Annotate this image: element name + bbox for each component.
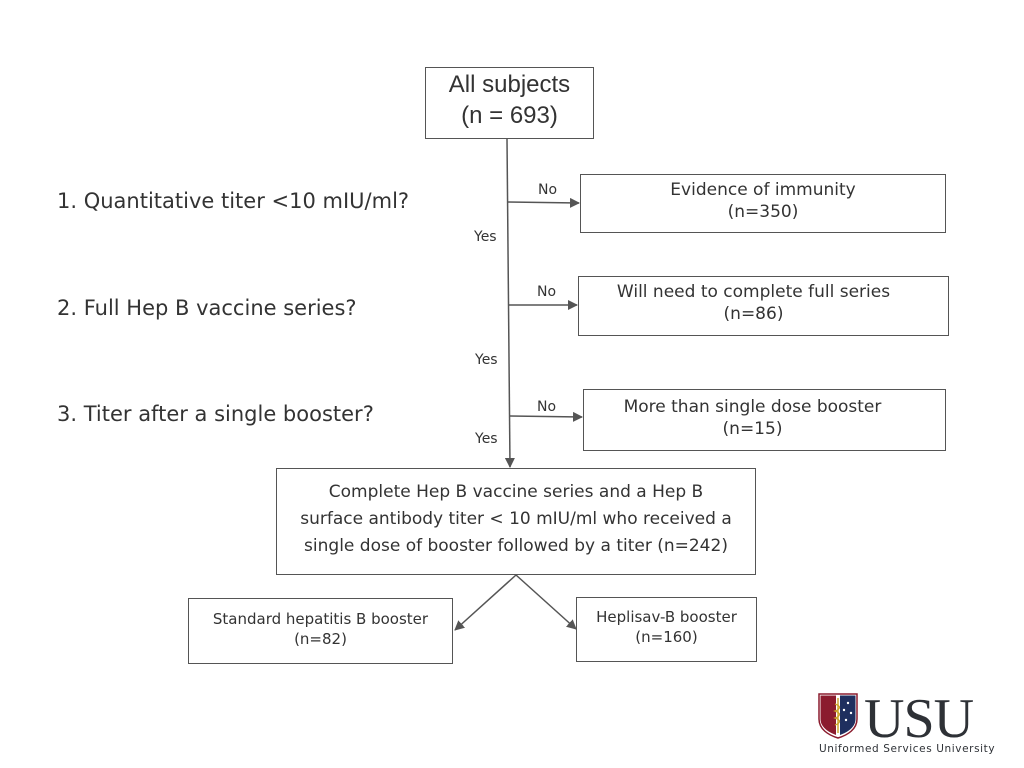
outcome-2-label: Will need to complete full series (616, 282, 891, 302)
no-label-1: No (538, 182, 558, 198)
final-line-1: Complete Hep B vaccine series and a Hep … (328, 482, 704, 502)
outcome-1-label: Evidence of immunity (670, 180, 856, 200)
split-arrow-left (454, 574, 517, 631)
outcome-3-count: (n=15) (722, 419, 783, 440)
final-line-3: single dose of booster followed by a tit… (304, 535, 728, 556)
leaf-box-standard-booster: Standard hepatitis B booster (n=82) (188, 598, 453, 664)
outcome-3-label: More than single dose booster (623, 397, 882, 417)
question-1: 1. Quantitative titer <10 mIU/ml? (57, 189, 410, 213)
outcome-2-count: (n=86) (723, 304, 784, 325)
usu-wordmark: USU (864, 688, 974, 750)
yes-label-3: Yes (475, 431, 498, 447)
root-label: All subjects (448, 71, 571, 98)
question-3: 3. Titer after a single booster? (57, 402, 374, 426)
split-arrow-right (515, 574, 577, 630)
outcome-box-immunity: Evidence of immunity (n=350) (580, 174, 946, 233)
leaf-2-label: Heplisav-B booster (596, 608, 737, 626)
leaf-1-label: Standard hepatitis B booster (212, 610, 429, 628)
outcome-box-full-series: Will need to complete full series (n=86) (578, 276, 949, 336)
leaf-1-count: (n=82) (294, 629, 347, 648)
question-2: 2. Full Hep B vaccine series? (57, 296, 357, 320)
yes-label-1: Yes (474, 229, 497, 245)
yes-label-2: Yes (475, 352, 498, 368)
usu-subtitle: Uniformed Services University (819, 743, 996, 755)
usu-shield-icon (818, 693, 858, 739)
no-arrow-1 (507, 197, 580, 208)
no-arrow-3 (509, 411, 583, 422)
leaf-box-heplisav: Heplisav-B booster (n=160) (576, 597, 757, 662)
root-count: (n = 693) (461, 102, 558, 130)
outcome-box-multi-booster: More than single dose booster (n=15) (583, 389, 946, 451)
final-line-2: surface antibody titer < 10 mIU/ml who r… (300, 508, 732, 529)
no-label-3: No (537, 399, 557, 415)
no-label-2: No (537, 284, 557, 300)
final-cohort-box: Complete Hep B vaccine series and a Hep … (276, 468, 756, 575)
leaf-2-count: (n=160) (635, 627, 698, 646)
main-trunk-line (504, 138, 515, 468)
outcome-1-count: (n=350) (727, 202, 799, 223)
root-box: All subjects (n = 693) (425, 67, 594, 139)
